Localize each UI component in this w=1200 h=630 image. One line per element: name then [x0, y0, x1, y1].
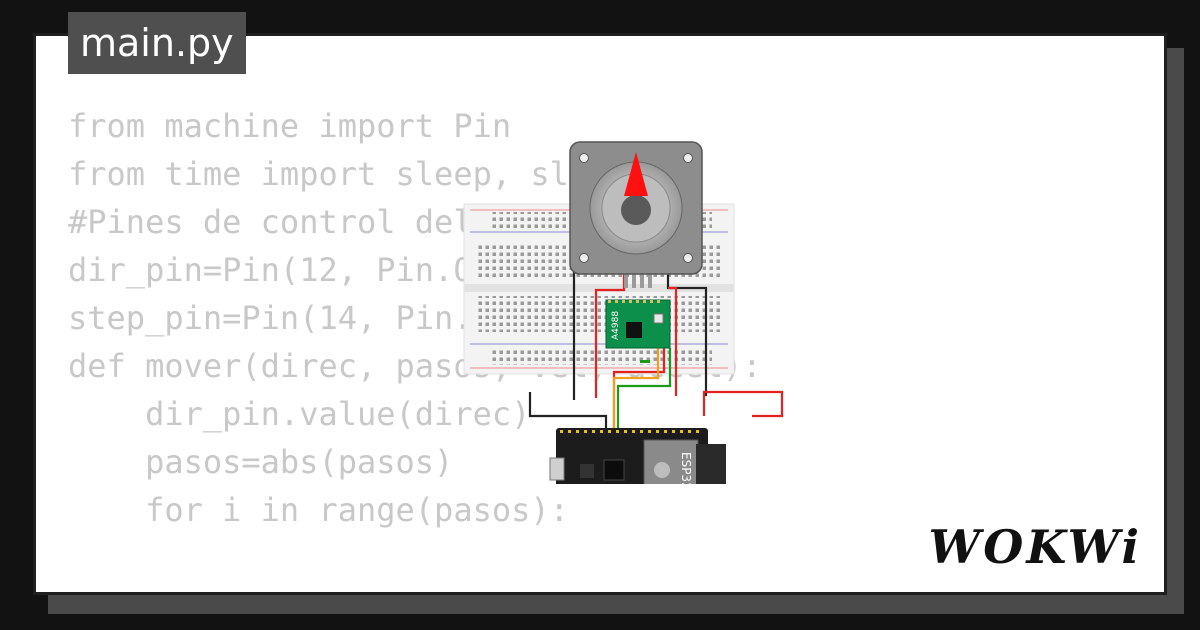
- esp32-module: [643, 439, 699, 484]
- wire-red-vmot: [668, 286, 678, 396]
- wire-green: [616, 348, 672, 434]
- driver-label: A4988: [611, 311, 621, 340]
- code-line: for i in range(pasos):: [68, 491, 569, 529]
- espressif-icon: [654, 462, 670, 478]
- circuit-diagram: A4988: [463, 141, 784, 484]
- wire-black-esp-gnd: [528, 392, 608, 434]
- code-line: dir_pin.value(direc): [68, 395, 531, 433]
- wire-orange: [612, 348, 660, 434]
- usb-port: [549, 457, 565, 481]
- wires: [528, 236, 784, 434]
- esp32-board: ESP32: [549, 428, 726, 484]
- file-tab[interactable]: main.py: [68, 12, 246, 74]
- stepper-motor: [569, 141, 703, 275]
- code-line: pasos=abs(pasos): [68, 443, 454, 481]
- code-line: from machine import Pin: [68, 107, 512, 145]
- a4988-driver: A4988: [605, 299, 671, 349]
- wire-black-gnd: [666, 274, 708, 396]
- motor-pins: [624, 274, 652, 288]
- motor-indicator-icon: [624, 152, 648, 196]
- wire-red-power: [702, 390, 784, 418]
- driver-jumper: [640, 360, 650, 363]
- esp32-label: ESP32: [679, 452, 693, 484]
- wokwi-logo[interactable]: WOKWi: [928, 520, 1142, 574]
